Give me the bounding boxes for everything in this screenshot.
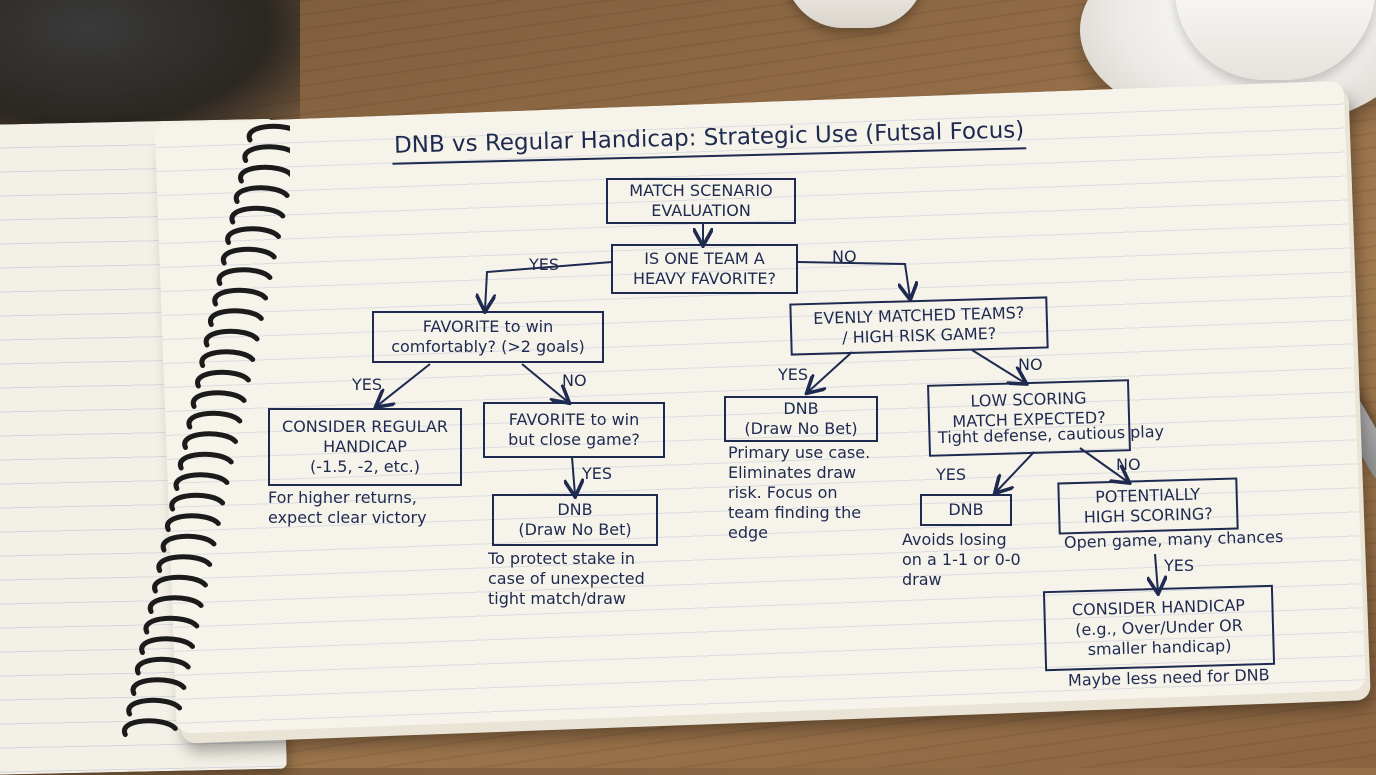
- spiral-ring: [246, 123, 290, 143]
- spiral-ring: [160, 533, 217, 553]
- spiral-ring: [207, 308, 264, 327]
- spiral-ring: [199, 349, 256, 368]
- note-line: on a 1-1 or 0-0: [902, 550, 1021, 569]
- note-regular-handicap: For higher returns, expect clear victory: [268, 488, 427, 528]
- spiral-ring: [225, 226, 281, 245]
- notebook-spiral-binding: [121, 123, 290, 737]
- node-line: but close game?: [508, 430, 640, 449]
- node-match-scenario: MATCH SCENARIO EVALUATION: [606, 178, 796, 224]
- node-line: CONSIDER REGULAR: [282, 417, 448, 436]
- node-evenly-matched: EVENLY MATCHED TEAMS? / HIGH RISK GAME?: [789, 296, 1049, 356]
- arrow-comfortable-no: [521, 363, 568, 402]
- node-line: MATCH SCENARIO: [629, 181, 773, 200]
- node-line: HEAVY FAVORITE?: [633, 269, 776, 288]
- edge-label-even-yes: YES: [778, 365, 809, 384]
- node-line: (Draw No Bet): [518, 520, 632, 539]
- spiral-ring: [242, 144, 290, 163]
- spiral-ring: [169, 492, 226, 512]
- background-shadow: [0, 0, 300, 140]
- note-dnb-low: Avoids losing on a 1-1 or 0-0 draw: [902, 530, 1021, 590]
- edge-label-high-yes: YES: [1164, 556, 1195, 575]
- spiral-ring: [182, 431, 238, 450]
- node-line: IS ONE TEAM A: [644, 249, 765, 268]
- spiral-ring: [190, 390, 247, 409]
- edge-label-heavy-yes: YES: [529, 255, 560, 274]
- node-heavy-favorite: IS ONE TEAM A HEAVY FAVORITE?: [611, 244, 798, 294]
- note-line: case of unexpected: [488, 569, 645, 588]
- note-line: Avoids losing: [902, 530, 1007, 549]
- edge-label-even-no: NO: [1018, 355, 1043, 374]
- node-consider-handicap: CONSIDER HANDICAP (e.g., Over/Under OR s…: [1042, 584, 1276, 672]
- note-line: edge: [728, 523, 768, 542]
- arrow-comfortable-yes: [377, 363, 431, 406]
- arrow-heavy-no: [797, 261, 910, 298]
- note-dnb-even: Primary use case. Eliminates draw risk. …: [728, 443, 870, 543]
- node-line: DNB: [557, 500, 593, 519]
- node-favorite-comfortably: FAVORITE to win comfortably? (>2 goals): [372, 311, 604, 363]
- node-dnb-close: DNB (Draw No Bet): [492, 494, 658, 546]
- note-line: To protect stake in: [488, 549, 635, 568]
- node-line: HIGH SCORING?: [1083, 504, 1213, 527]
- arrow-heavy-yes: [485, 261, 613, 310]
- spiral-ring: [229, 205, 286, 225]
- node-line: FAVORITE to win: [508, 410, 640, 429]
- note-line: risk. Focus on: [728, 483, 838, 502]
- note-line: draw: [902, 570, 942, 589]
- note-line: tight match/draw: [488, 589, 626, 608]
- spiral-ring: [143, 615, 200, 635]
- arrow-even-no: [971, 349, 1025, 383]
- spiral-ring: [216, 267, 273, 286]
- spiral-ring: [177, 451, 234, 471]
- node-regular-handicap: CONSIDER REGULAR HANDICAP (-1.5, -2, etc…: [268, 408, 462, 486]
- arrow-close-yes: [572, 456, 575, 495]
- edge-label-comfortable-yes: YES: [352, 375, 383, 394]
- spiral-ring: [139, 636, 195, 655]
- node-line: (Draw No Bet): [744, 419, 858, 438]
- note-line: team finding the: [728, 503, 862, 522]
- note-line: For higher returns,: [268, 488, 417, 507]
- edge-label-close-yes: YES: [582, 464, 613, 483]
- node-high-scoring: POTENTIALLY HIGH SCORING?: [1057, 477, 1239, 535]
- note-line: Eliminates draw: [728, 463, 857, 482]
- spiral-ring: [220, 246, 277, 266]
- spiral-ring: [203, 328, 260, 348]
- node-dnb-even: DNB (Draw No Bet): [724, 396, 878, 442]
- spiral-ring: [233, 185, 290, 204]
- spiral-ring: [186, 410, 243, 430]
- spiral-ring: [164, 513, 221, 532]
- arrow-high-yes: [1155, 553, 1158, 592]
- node-line: FAVORITE to win: [422, 317, 554, 336]
- spiral-ring: [212, 287, 269, 307]
- note-line: expect clear victory: [268, 508, 427, 527]
- node-line: DNB: [783, 399, 819, 418]
- edge-label-heavy-no: NO: [832, 247, 857, 266]
- note-dnb-close: To protect stake in case of unexpected t…: [488, 549, 645, 609]
- spiral-ring: [173, 472, 230, 491]
- spiral-ring: [195, 369, 251, 389]
- spiral-ring: [238, 164, 290, 184]
- spiral-ring: [134, 656, 191, 676]
- edge-label-comfortable-no: NO: [562, 371, 587, 390]
- note-line: Primary use case.: [728, 443, 871, 462]
- spiral-ring: [130, 677, 187, 696]
- node-line: DNB: [948, 500, 984, 519]
- spiral-ring: [126, 697, 183, 717]
- spiral-ring: [121, 718, 178, 737]
- arrow-low-yes: [996, 451, 1035, 492]
- node-line: EVALUATION: [651, 201, 751, 220]
- edge-label-low-no: NO: [1116, 455, 1141, 474]
- arrow-low-no: [1079, 447, 1128, 482]
- spiral-ring: [152, 574, 208, 594]
- node-dnb-low: DNB: [920, 494, 1012, 526]
- arrow-even-yes: [808, 351, 853, 392]
- node-line: (-1.5, -2, etc.): [310, 457, 420, 476]
- spiral-ring: [147, 595, 204, 614]
- spiral-ring: [156, 554, 213, 573]
- edge-label-low-yes: YES: [936, 465, 967, 484]
- node-favorite-close: FAVORITE to win but close game?: [483, 402, 665, 458]
- node-line: comfortably? (>2 goals): [391, 337, 585, 356]
- node-line: HANDICAP: [323, 437, 407, 456]
